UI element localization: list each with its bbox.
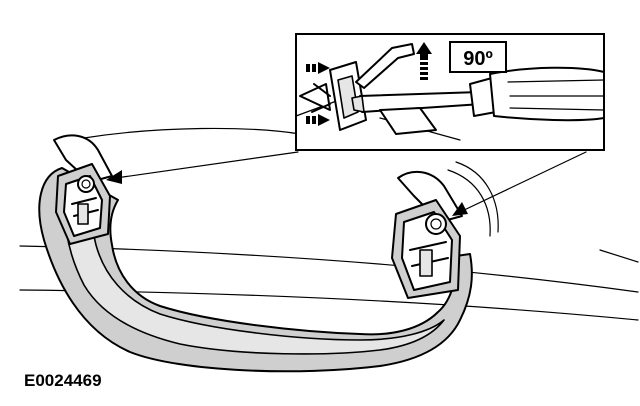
compress-arrows [306,62,330,126]
figure-id: E0024469 [24,371,102,390]
grab-handle [38,167,473,373]
screwdriver-icon [351,66,605,141]
right-mount [391,161,499,299]
angle-label-text: 90º [463,48,493,70]
angle-label: 90º [449,41,507,73]
left-mount [53,134,113,245]
retaining-clip-icon [299,43,415,131]
callout-arrows [106,151,587,216]
lever-arrow [416,42,432,80]
detail-inset: 90º [295,33,605,151]
